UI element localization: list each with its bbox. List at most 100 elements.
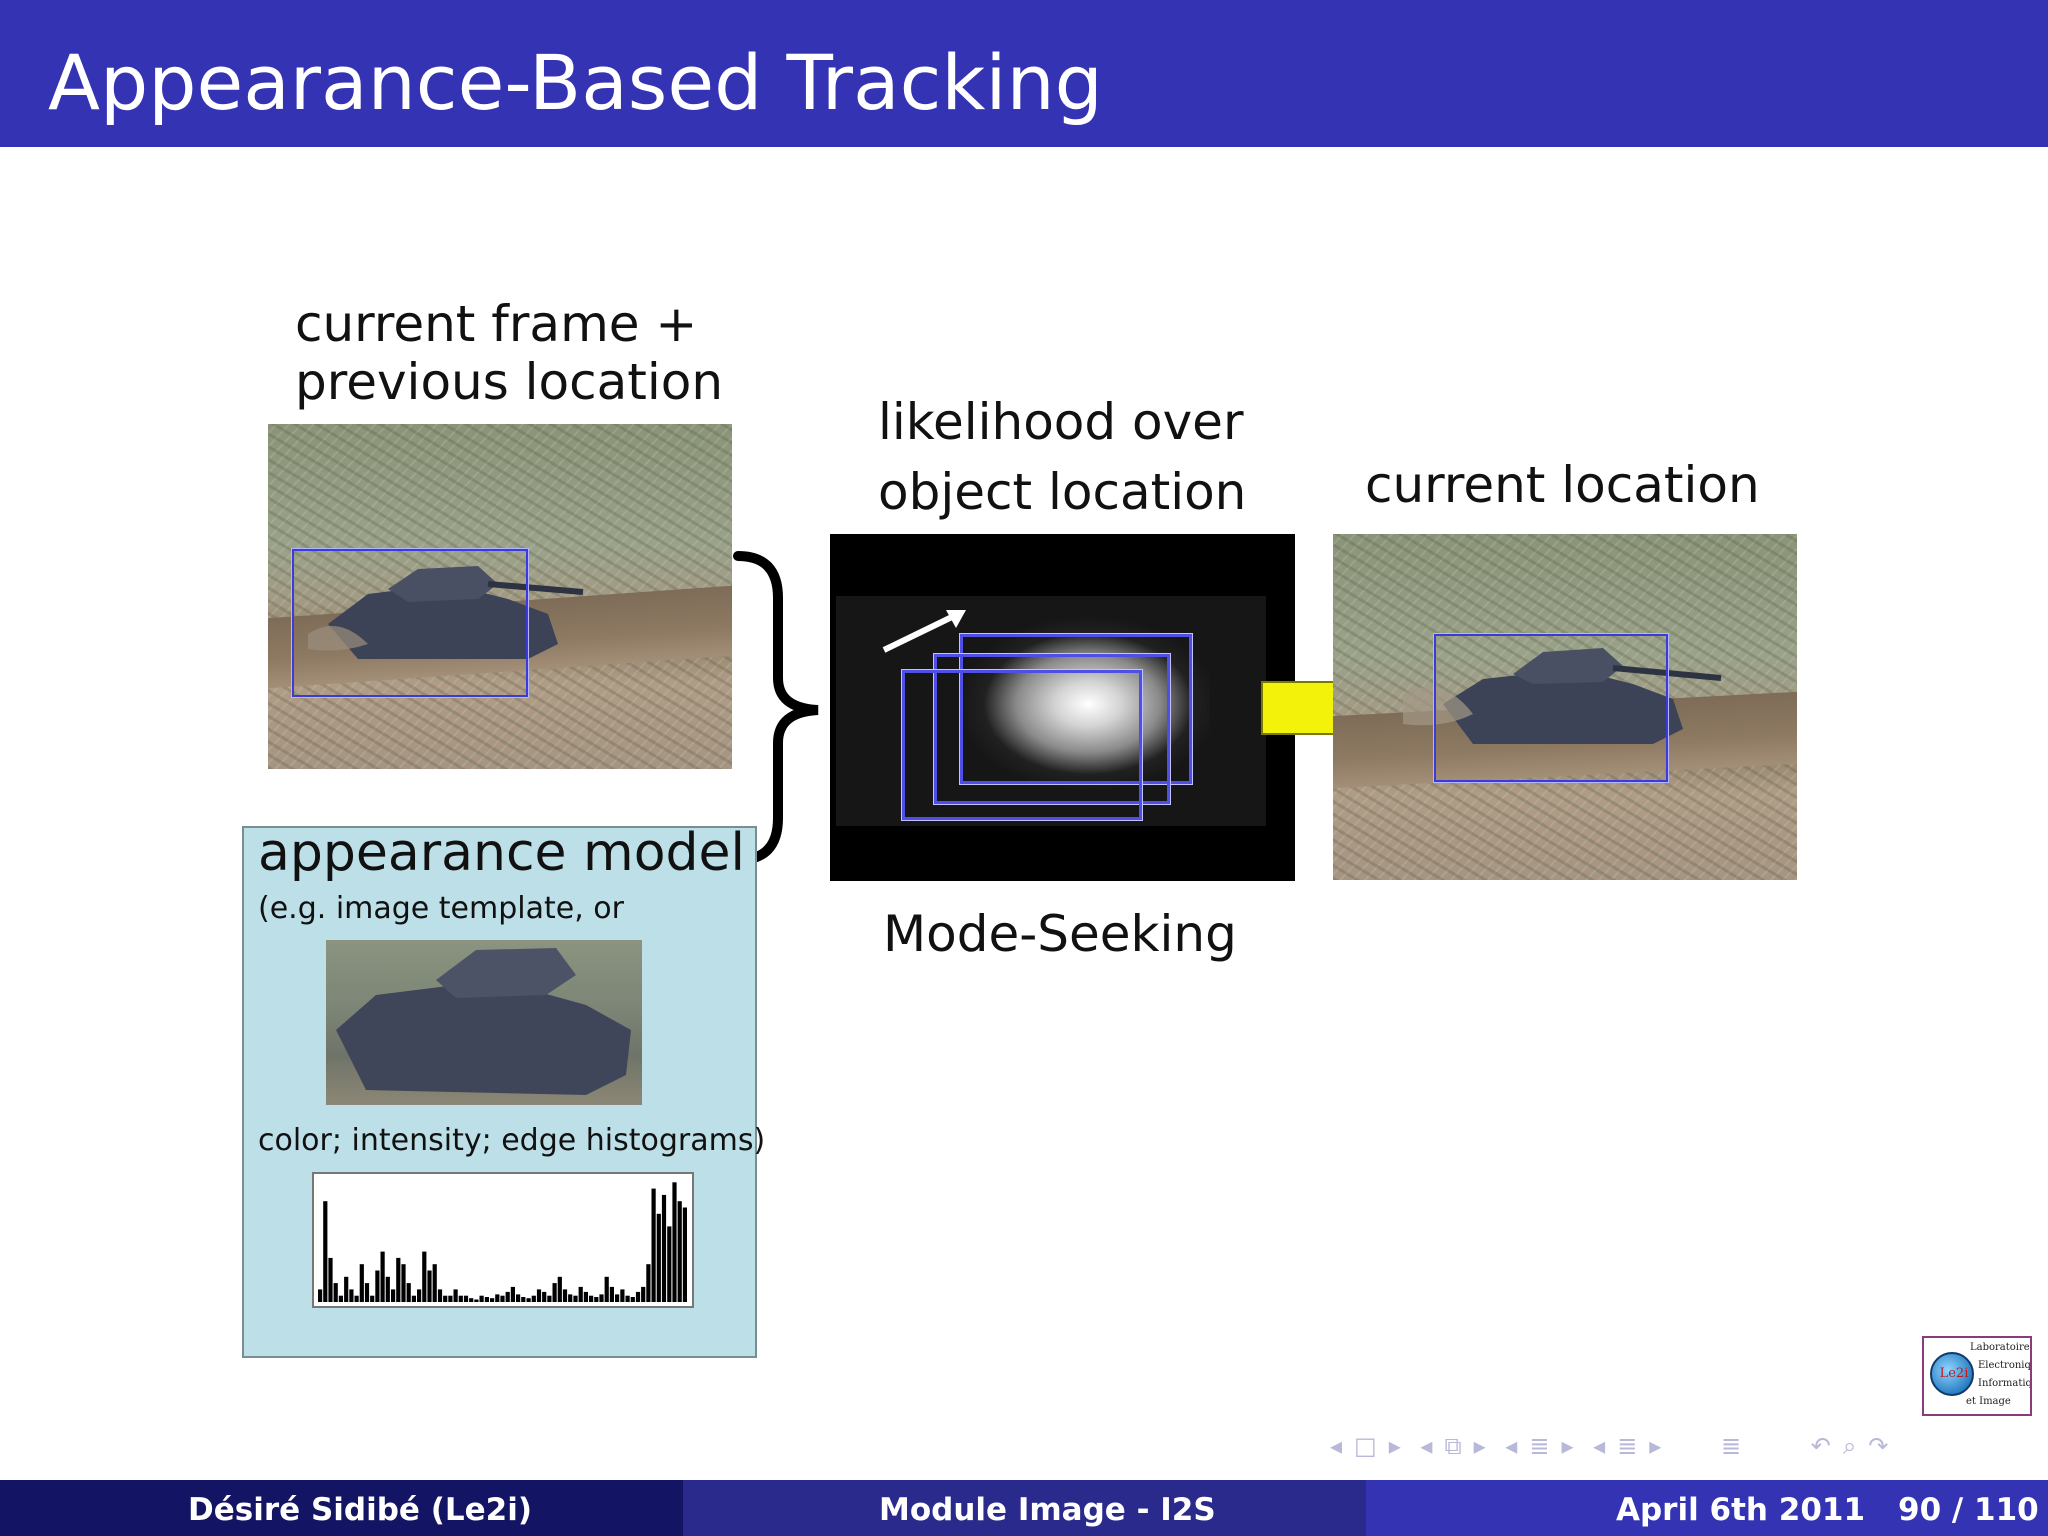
nav-next-part-icon[interactable]: ▸ — [1649, 1432, 1662, 1460]
histogram-bar — [490, 1298, 495, 1302]
nav-frame-icon[interactable]: □ — [1354, 1432, 1377, 1460]
histogram-bar — [521, 1297, 526, 1302]
template-image — [326, 940, 642, 1105]
histogram-bar — [495, 1294, 500, 1302]
histogram-bar — [526, 1298, 531, 1302]
histogram-bar — [682, 1207, 687, 1302]
histogram-bar — [609, 1286, 614, 1302]
histogram-bar — [661, 1194, 667, 1302]
footer-page: 90 / 110 — [1898, 1492, 2039, 1528]
histogram-bar — [344, 1276, 349, 1302]
histogram-bar — [401, 1264, 406, 1302]
current-frame-label-line2: previous location — [295, 353, 724, 411]
logo-line-4: et Image — [1966, 1396, 2011, 1407]
histogram-bar — [672, 1182, 677, 1302]
histogram-bar — [516, 1294, 521, 1302]
histogram-bar — [604, 1276, 609, 1302]
histogram-bar — [552, 1283, 557, 1302]
histogram-bar — [547, 1295, 552, 1302]
histogram-bar — [474, 1299, 479, 1302]
histogram-bar — [380, 1251, 385, 1302]
nav-next-subsection-icon[interactable]: ▸ — [1473, 1432, 1486, 1460]
histogram-bar — [396, 1257, 401, 1302]
histogram-bar — [578, 1286, 583, 1302]
footer: Désiré Sidibé (Le2i) Module Image - I2S … — [0, 1480, 2048, 1536]
brace-icon — [733, 551, 819, 865]
tank-image — [308, 566, 584, 659]
histogram-bar — [364, 1283, 370, 1302]
likelihood-label-line1: likelihood over — [878, 393, 1244, 451]
nav-forward-icon[interactable]: ↷ — [1868, 1432, 1889, 1460]
histogram-bar — [500, 1295, 505, 1302]
nav-prev-subsection-icon[interactable]: ◂ — [1420, 1432, 1433, 1460]
histogram-bar — [646, 1264, 651, 1302]
mode-seeking-label: Mode-Seeking — [883, 905, 1237, 963]
nav-prev-frame-icon[interactable]: ◂ — [1330, 1432, 1343, 1460]
appearance-model-label: appearance model — [258, 823, 745, 883]
histogram-bar — [510, 1286, 515, 1302]
current-frame-label-line1: current frame + — [295, 295, 698, 353]
histogram-bar — [599, 1294, 604, 1302]
histogram-bar — [479, 1295, 484, 1302]
histogram-bar — [469, 1298, 474, 1302]
histogram-bar — [437, 1289, 443, 1302]
slide-title: Appearance-Based Tracking — [48, 38, 1103, 127]
tank-image — [1403, 648, 1722, 744]
histogram-bar — [594, 1297, 599, 1302]
histogram — [312, 1172, 694, 1308]
histogram-bar — [318, 1289, 323, 1302]
histogram-bar — [542, 1291, 547, 1302]
nav-back-icon[interactable]: ↶ — [1810, 1432, 1831, 1460]
histogram-bar — [635, 1291, 641, 1302]
histogram-bar — [630, 1297, 635, 1302]
beamer-navigation: ◂ □ ▸ ◂ ⧉ ▸ ◂ ≣ ▸ ◂ ≣ ▸ ≣ ↶ ⌕ ↷ — [1330, 1432, 1900, 1468]
histogram-bar — [406, 1283, 411, 1302]
nav-section-icon[interactable]: ≣ — [1529, 1432, 1550, 1460]
histogram-bar — [417, 1289, 422, 1302]
histogram-bar — [656, 1213, 661, 1302]
histogram-bar — [573, 1295, 578, 1302]
histogram-bar — [536, 1289, 542, 1302]
nav-document-icon[interactable]: ≣ — [1720, 1432, 1742, 1460]
current-location-label: current location — [1365, 456, 1760, 514]
footer-author: Désiré Sidibé (Le2i) — [188, 1492, 533, 1528]
histogram-bar — [651, 1188, 656, 1302]
histogram-bar — [589, 1295, 594, 1302]
candidate-box-1 — [960, 634, 1192, 784]
nav-search-icon[interactable]: ⌕ — [1842, 1432, 1857, 1460]
likelihood-map — [830, 534, 1295, 881]
nav-next-section-icon[interactable]: ▸ — [1561, 1432, 1574, 1460]
histogram-bar — [583, 1291, 588, 1302]
current-location-image — [1333, 534, 1797, 880]
current-frame-image — [268, 424, 732, 769]
histogram-bar — [667, 1226, 672, 1302]
histogram-bar — [375, 1270, 380, 1302]
histogram-bar — [427, 1270, 432, 1302]
nav-part-icon[interactable]: ≣ — [1617, 1432, 1638, 1460]
histogram-bar — [323, 1201, 328, 1302]
title-bar: Appearance-Based Tracking — [0, 0, 2048, 147]
histogram-bar — [505, 1291, 510, 1302]
logo-line-2: Electronique — [1978, 1360, 2031, 1371]
nav-prev-section-icon[interactable]: ◂ — [1505, 1432, 1518, 1460]
nav-subsection-icon[interactable]: ⧉ — [1444, 1432, 1462, 1460]
current-location-box — [1434, 634, 1668, 782]
nav-prev-part-icon[interactable]: ◂ — [1593, 1432, 1606, 1460]
histogram-bar — [432, 1264, 437, 1302]
histogram-bar — [338, 1295, 343, 1302]
histogram-bar — [677, 1201, 682, 1302]
footer-author-segment: Désiré Sidibé (Le2i) — [0, 1480, 683, 1536]
logo-line-1: Laboratoire — [1970, 1342, 2030, 1353]
logo-line-3: Informatique — [1978, 1378, 2032, 1389]
histogram-bar — [641, 1286, 646, 1302]
histogram-bar — [557, 1276, 562, 1302]
histogram-bar — [568, 1294, 573, 1302]
footer-course: Module Image - I2S — [879, 1492, 1216, 1528]
likelihood-label-line2: object location — [878, 463, 1247, 521]
histogram-bar — [562, 1289, 568, 1302]
histogram-bar — [531, 1295, 536, 1302]
nav-next-frame-icon[interactable]: ▸ — [1388, 1432, 1401, 1460]
histogram-bar — [615, 1294, 620, 1302]
appearance-model-subtext: (e.g. image template, or — [258, 891, 624, 926]
footer-date-segment: April 6th 2011 90 / 110 — [1366, 1480, 2048, 1536]
